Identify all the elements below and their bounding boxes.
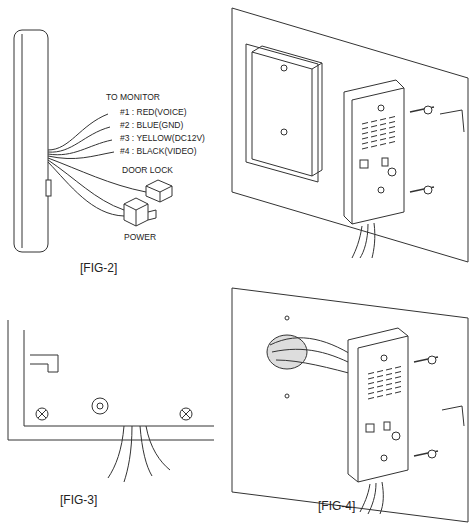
grille-slot [368, 388, 374, 390]
grille-slot [380, 129, 386, 131]
grille-slot [386, 389, 392, 391]
grille-slot [362, 123, 368, 125]
wire-label: #4 : BLACK(VIDEO) [120, 147, 197, 157]
figure-caption: [FIG-2] [80, 262, 117, 276]
wire-label: POWER [124, 233, 156, 243]
grille-slot [377, 371, 383, 373]
grille-slot [389, 132, 395, 134]
grille-slot [371, 131, 377, 133]
grille-slot [395, 382, 401, 384]
grille-slot [377, 396, 383, 398]
grille-slot [362, 138, 368, 140]
wire-label: TO MONITOR [106, 93, 160, 103]
grille-slot [389, 127, 395, 129]
grille-slot [395, 392, 401, 394]
grille-slot [395, 387, 401, 389]
grille-slot [380, 139, 386, 141]
grille-slot [386, 374, 392, 376]
grille-slot [380, 124, 386, 126]
figure-caption: [FIG-3] [60, 494, 97, 508]
grille-slot [362, 143, 368, 145]
grille-slot [368, 383, 374, 385]
grille-slot [389, 117, 395, 119]
grille-slot [386, 384, 392, 386]
grille-slot [362, 128, 368, 130]
grille-slot [395, 372, 401, 374]
grille-slot [368, 373, 374, 375]
grille-slot [368, 398, 374, 400]
grille-slot [377, 381, 383, 383]
grille-slot [368, 393, 374, 395]
grille-slot [386, 394, 392, 396]
grille-slot [368, 378, 374, 380]
grille-slot [377, 376, 383, 378]
surface-mount-view [232, 288, 468, 522]
grille-slot [362, 133, 368, 135]
wire-label: DOOR LOCK [122, 166, 173, 176]
figure-caption: [FIG-4] [318, 500, 355, 514]
grille-slot [380, 119, 386, 121]
grille-slot [371, 136, 377, 138]
grille-slot [389, 122, 395, 124]
grille-slot [371, 141, 377, 143]
grille-slot [389, 142, 395, 144]
grille-slot [389, 137, 395, 139]
grille-slot [386, 369, 392, 371]
wire-label: #1 : RED(VOICE) [120, 108, 187, 118]
grille-slot [386, 379, 392, 381]
grille-slot [371, 146, 377, 148]
wire-label: #2 : BLUE(GND) [120, 121, 183, 131]
grille-slot [362, 148, 368, 150]
grille-slot [395, 377, 401, 379]
grille-slot [377, 386, 383, 388]
grille-slot [371, 121, 377, 123]
wire-label: #3 : YELLOW(DC12V) [120, 134, 205, 144]
grille-slot [395, 367, 401, 369]
grille-slot [380, 144, 386, 146]
flush-mount-view [232, 8, 468, 262]
back-detail [8, 320, 214, 482]
grille-slot [377, 391, 383, 393]
grille-slot [380, 134, 386, 136]
grille-slot [371, 126, 377, 128]
